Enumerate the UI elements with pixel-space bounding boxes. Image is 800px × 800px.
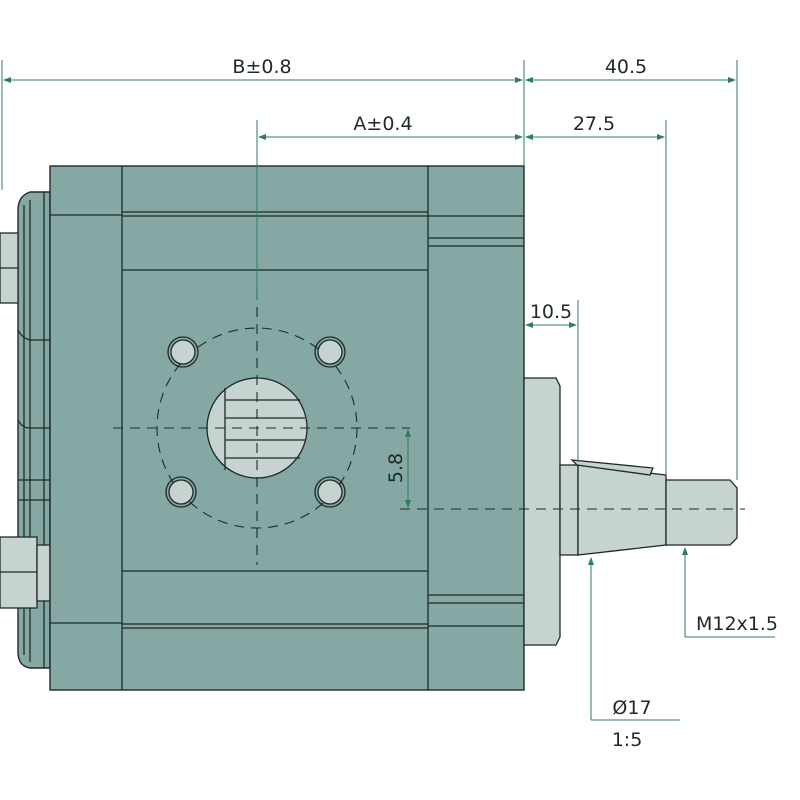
port-pattern <box>113 290 410 565</box>
pump-housing <box>49 165 525 691</box>
dim-a: A±0.4 <box>353 113 412 135</box>
dim-shaft-overall: 40.5 <box>605 56 647 78</box>
dimension-lines <box>1 60 775 721</box>
tapered-shaft <box>400 459 745 556</box>
dim-flange-to-taper: 10.5 <box>530 301 572 323</box>
top-port-fitting <box>0 232 19 304</box>
dim-b: B±0.8 <box>232 56 291 78</box>
bottom-port-fitting <box>0 536 51 609</box>
dim-taper-length: 27.5 <box>573 113 615 135</box>
dim-thread: M12x1.5 <box>696 613 778 635</box>
bolt-holes <box>165 336 346 508</box>
mounting-flange <box>523 377 561 646</box>
dim-shaft-offset: 5.8 <box>385 453 407 483</box>
dim-taper-diameter: Ø17 <box>612 697 651 719</box>
dim-taper-ratio: 1:5 <box>612 729 643 751</box>
